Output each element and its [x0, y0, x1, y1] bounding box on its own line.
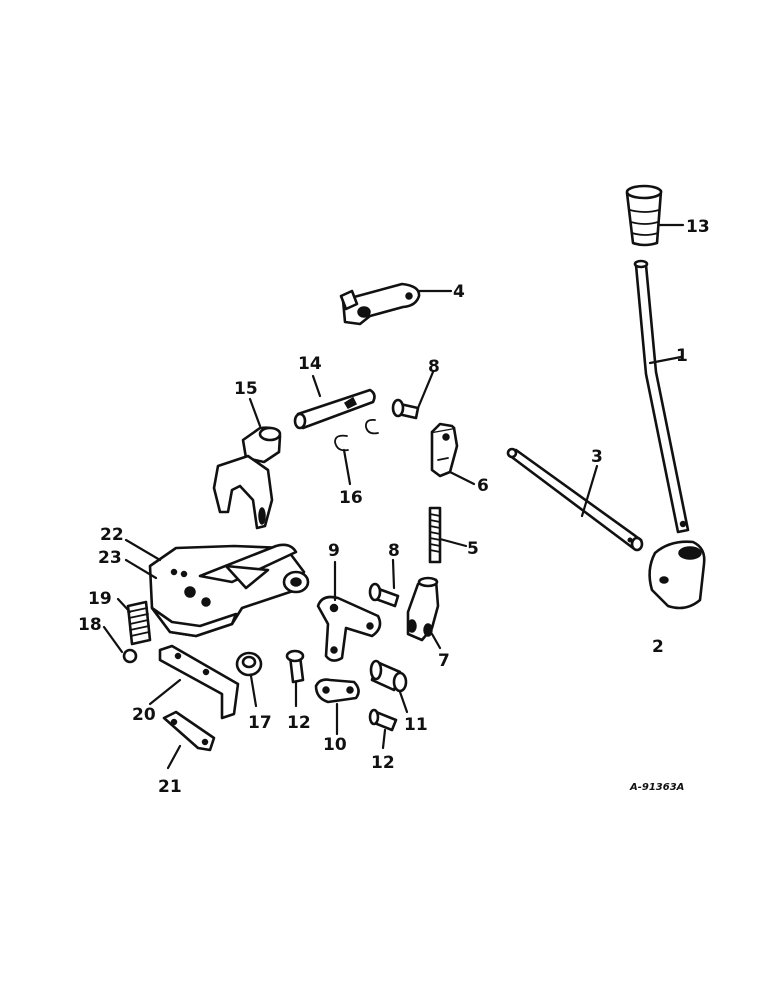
callout-13: 13	[686, 217, 710, 237]
callout-4: 4	[453, 282, 465, 302]
callout-6: 6	[477, 476, 489, 496]
callout-21: 21	[158, 777, 182, 797]
part-19-spring	[126, 600, 152, 646]
part-9-bellcrank	[316, 595, 382, 662]
part-14-pin	[293, 388, 376, 430]
part-21-strap	[162, 710, 216, 752]
callout-23: 23	[98, 548, 122, 568]
part-17-washer	[235, 651, 263, 677]
callout-10: 10	[323, 735, 347, 755]
part-22-23-shifter-plate	[148, 543, 310, 638]
callout-20: 20	[132, 705, 156, 725]
callout-17: 17	[248, 713, 272, 733]
callout-8-lower: 8	[388, 541, 400, 561]
callout-3: 3	[591, 447, 603, 467]
part-12-pin-lower	[368, 708, 398, 732]
drawing-number: A-91363A	[629, 782, 684, 793]
part-20-bracket	[158, 644, 240, 720]
callout-9: 9	[328, 541, 340, 561]
callout-22: 22	[100, 525, 124, 545]
part-8-clevis-pin-upper	[391, 398, 420, 420]
part-15-shift-fork	[212, 426, 282, 530]
part-10-link-plate	[314, 678, 360, 704]
callout-5: 5	[467, 539, 479, 559]
callout-12-left: 12	[287, 713, 311, 733]
part-16-snap-rings	[334, 418, 379, 452]
callout-14: 14	[298, 354, 322, 374]
callout-19: 19	[88, 589, 112, 609]
part-3-shaft	[506, 447, 644, 552]
callout-labels: 13 1 4 8 14 15 3 6 16 5 9 8 22 23 19 18 …	[78, 217, 710, 797]
part-2-lever-socket	[648, 540, 706, 610]
callout-2: 2	[652, 637, 664, 657]
callout-15: 15	[234, 379, 258, 399]
callout-11: 11	[404, 715, 428, 735]
part-11-pin	[369, 659, 408, 693]
leader-lines	[102, 223, 685, 770]
part-6-clevis	[430, 422, 459, 478]
callout-18: 18	[78, 615, 102, 635]
part-1-shift-lever	[633, 259, 690, 534]
part-7-yoke	[406, 576, 440, 642]
part-12-pin-left	[285, 649, 305, 684]
callout-8-upper: 8	[428, 357, 440, 377]
part-8-clevis-pin-lower	[368, 582, 400, 608]
part-13-knob	[625, 184, 663, 247]
part-4-link	[339, 282, 421, 326]
callout-7: 7	[438, 651, 450, 671]
callout-1: 1	[676, 346, 688, 366]
callout-12-lower: 12	[371, 753, 395, 773]
callout-16: 16	[339, 488, 363, 508]
part-18-ball	[122, 648, 138, 664]
part-5-threaded-stud	[428, 506, 442, 564]
